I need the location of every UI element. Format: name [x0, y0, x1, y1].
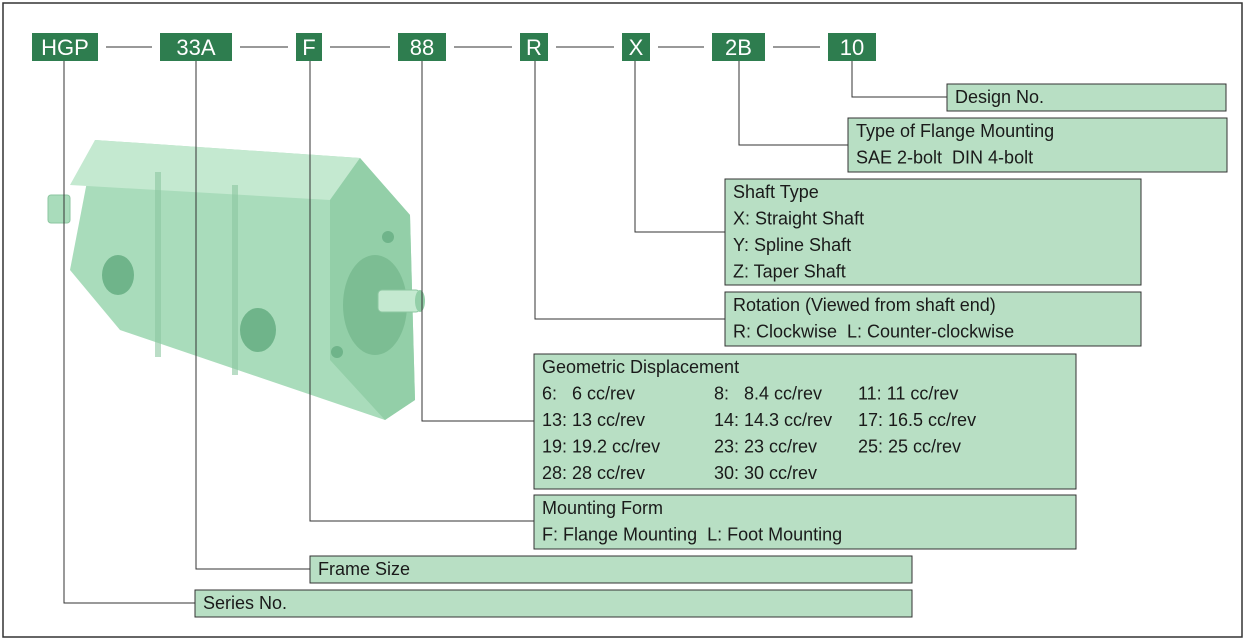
- box-option: F: Flange Mounting L: Foot Mounting: [542, 525, 842, 545]
- code-33a: 33A: [160, 33, 232, 61]
- code-88: 88: [398, 33, 446, 61]
- box-option: Y: Spline Shaft: [733, 235, 851, 255]
- box-title: Rotation (Viewed from shaft end): [733, 295, 996, 315]
- displacement-option: 11: 11 cc/rev: [858, 384, 958, 404]
- code-f: F: [296, 33, 322, 61]
- displacement-option: 19: 19.2 cc/rev: [542, 437, 660, 457]
- code-label: HGP: [41, 35, 89, 60]
- code-label: 33A: [176, 35, 215, 60]
- box-frame: Frame Size: [310, 556, 912, 583]
- displacement-option: 28: 28 cc/rev: [542, 463, 645, 483]
- displacement-option: 14: 14.3 cc/rev: [714, 410, 832, 430]
- displacement-option: 8: 8.4 cc/rev: [714, 384, 822, 404]
- code-label: X: [629, 35, 644, 60]
- box-option: R: Clockwise L: Counter-clockwise: [733, 322, 1014, 342]
- leader-displacement: [422, 61, 534, 421]
- code-label: 2B: [725, 35, 752, 60]
- code-label: 88: [410, 35, 434, 60]
- displacement-option: 30: 30 cc/rev: [714, 463, 817, 483]
- leader-flange: [739, 61, 848, 145]
- code-10: 10: [828, 33, 876, 61]
- code-r: R: [520, 33, 548, 61]
- box-design: Design No.: [947, 84, 1226, 111]
- leader-rotation: [535, 61, 725, 319]
- box-mounting: Mounting Form F: Flange Mounting L: Foot …: [534, 495, 1076, 549]
- box-title: Shaft Type: [733, 182, 819, 202]
- displacement-option: 23: 23 cc/rev: [714, 437, 817, 457]
- displacement-option: 17: 16.5 cc/rev: [858, 410, 976, 430]
- box-title: Series No.: [203, 593, 287, 613]
- code-label: 10: [840, 35, 864, 60]
- code-2b: 2B: [712, 33, 765, 61]
- box-title: Design No.: [955, 87, 1044, 107]
- code-x: X: [622, 33, 650, 61]
- box-displacement: Geometric Displacement 6: 6 cc/rev 8: 8.4 …: [534, 354, 1076, 489]
- displacement-option: 13: 13 cc/rev: [542, 410, 645, 430]
- code-hgp: HGP: [32, 33, 98, 61]
- box-option: SAE 2-bolt DIN 4-bolt: [856, 148, 1033, 168]
- box-rotation: Rotation (Viewed from shaft end) R: Clock…: [725, 292, 1141, 346]
- box-background: [195, 590, 912, 617]
- displacement-option: 6: 6 cc/rev: [542, 384, 635, 404]
- leader-shaft: [635, 61, 725, 232]
- box-title: Frame Size: [318, 559, 410, 579]
- box-shaft: Shaft Type X: Straight Shaft Y: Spline Sha…: [725, 179, 1141, 285]
- box-option: X: Straight Shaft: [733, 209, 864, 229]
- displacement-title: Geometric Displacement: [542, 357, 739, 377]
- leader-design: [852, 61, 947, 97]
- code-label: F: [302, 35, 315, 60]
- displacement-option: 25: 25 cc/rev: [858, 437, 961, 457]
- box-series: Series No.: [195, 590, 912, 617]
- box-title: Mounting Form: [542, 498, 663, 518]
- box-title: Type of Flange Mounting: [856, 121, 1054, 141]
- box-option: Z: Taper Shaft: [733, 262, 846, 282]
- code-label: R: [526, 35, 542, 60]
- gear-pump-illustration: [48, 140, 425, 420]
